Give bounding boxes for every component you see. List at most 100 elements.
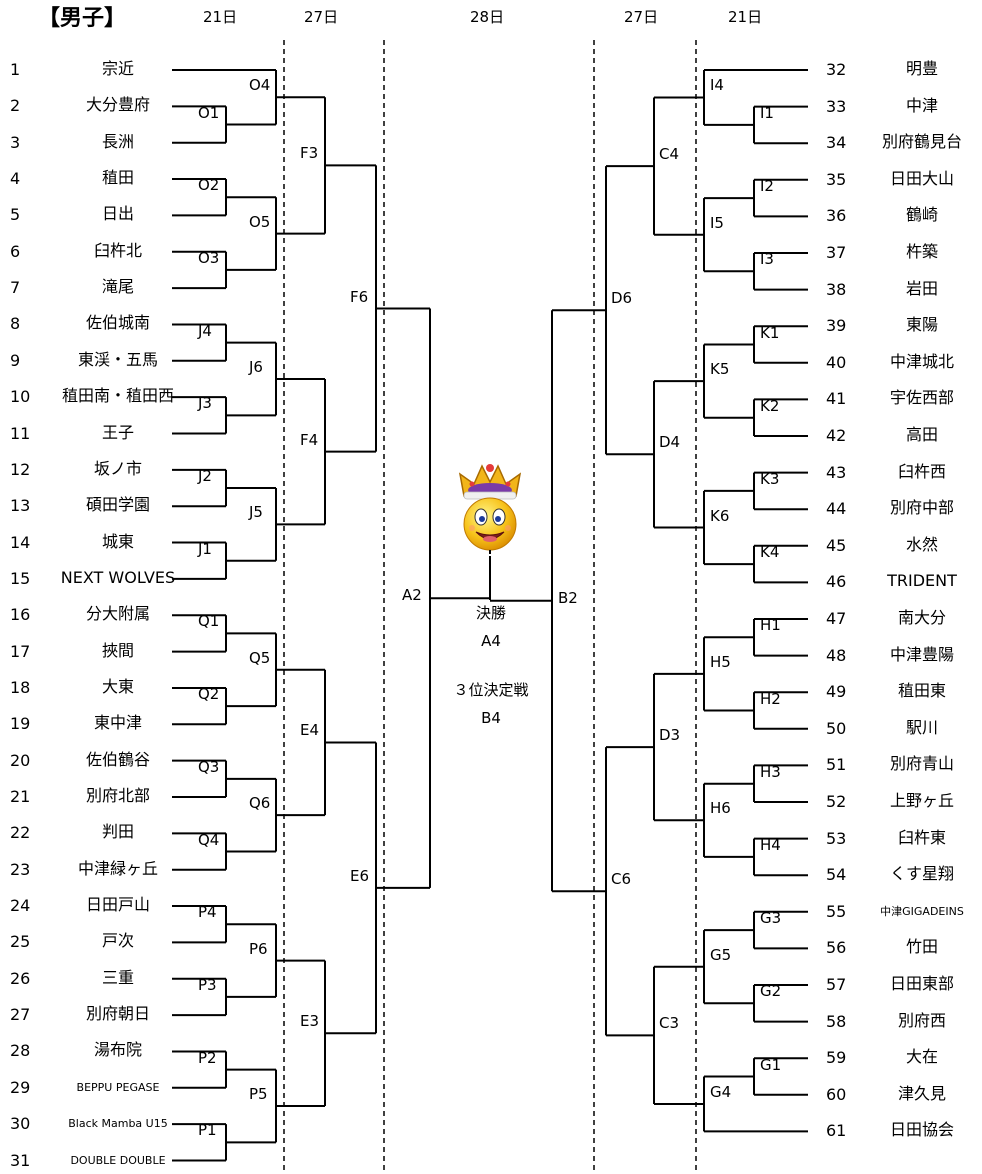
team-number: 6 <box>10 241 21 261</box>
team-number: 5 <box>10 205 21 225</box>
team-name: TRIDENT <box>887 571 957 591</box>
team-number: 42 <box>826 426 847 445</box>
team-number: 54 <box>826 865 847 885</box>
team-number: 56 <box>826 938 847 958</box>
header-right-round2: 27日 <box>624 8 659 26</box>
team-number: 17 <box>10 641 31 661</box>
team-number: 31 <box>10 1150 31 1170</box>
team-number: 32 <box>826 60 847 79</box>
team-name: 臼杵北 <box>93 240 142 260</box>
match-code-D3: D3 <box>659 726 681 745</box>
team-number: 24 <box>10 896 31 916</box>
match-code-P1: P1 <box>198 1121 217 1140</box>
match-code-Q5: Q5 <box>249 648 271 667</box>
match-code-O5: O5 <box>249 212 271 231</box>
team-number: 36 <box>826 206 847 226</box>
team-name: 別府鶴見台 <box>881 132 962 152</box>
team-name: 東陽 <box>905 315 938 335</box>
match-code-J1: J1 <box>198 539 212 558</box>
match-code-G5: G5 <box>710 945 732 964</box>
match-code-O4: O4 <box>249 76 271 95</box>
team-name: 臼杵東 <box>897 827 946 847</box>
team-number: 48 <box>826 645 847 665</box>
team-number: 61 <box>826 1121 847 1141</box>
team-number: 39 <box>826 316 847 336</box>
team-name: 城東 <box>101 531 134 551</box>
team-name: 日出 <box>101 204 134 224</box>
team-number: 22 <box>10 823 31 843</box>
team-name: 滝尾 <box>101 277 134 297</box>
match-code-G1: G1 <box>760 1055 782 1074</box>
team-number: 29 <box>10 1077 31 1097</box>
team-name: 宗近 <box>101 59 134 78</box>
team-number: 33 <box>826 96 847 116</box>
team-number: 53 <box>826 828 847 848</box>
team-number: 2 <box>10 96 21 116</box>
team-number: 3 <box>10 132 21 152</box>
page-title: 【男子】 <box>38 6 127 31</box>
team-number: 47 <box>826 609 847 628</box>
team-number: 16 <box>10 605 31 625</box>
team-name: 長洲 <box>101 131 134 151</box>
team-number: 38 <box>826 279 847 299</box>
match-code-P5: P5 <box>249 1084 268 1103</box>
match-code-C6: C6 <box>611 870 632 889</box>
match-code-H2: H2 <box>760 689 781 708</box>
match-code-C3: C3 <box>659 1014 680 1033</box>
match-code-O3: O3 <box>198 248 220 267</box>
team-number: 1 <box>10 60 21 79</box>
match-code-I5: I5 <box>710 213 724 232</box>
match-code-Q4: Q4 <box>198 830 220 849</box>
header-left-round2: 27日 <box>304 8 339 26</box>
team-name: 臼杵西 <box>897 461 946 481</box>
match-code-G3: G3 <box>760 909 782 928</box>
match-code-O2: O2 <box>198 176 220 195</box>
match-code-K6: K6 <box>710 506 730 525</box>
match-code-I1: I1 <box>760 103 774 122</box>
team-number: 4 <box>10 169 21 189</box>
match-code-P4: P4 <box>198 903 217 922</box>
match-code-Q3: Q3 <box>198 757 220 776</box>
team-name: 別府中部 <box>889 498 954 518</box>
team-number: 28 <box>10 1041 31 1061</box>
team-number: 9 <box>10 350 21 370</box>
match-code-K3: K3 <box>760 469 780 488</box>
team-number: 55 <box>826 901 847 921</box>
team-number: 8 <box>10 314 21 334</box>
team-name: 別府朝日 <box>85 1004 150 1024</box>
team-number: 27 <box>10 1005 31 1025</box>
match-code-H3: H3 <box>760 762 781 781</box>
match-code-G4: G4 <box>710 1082 732 1101</box>
header-right-round1: 21日 <box>728 8 763 26</box>
team-number: 34 <box>826 133 847 153</box>
team-name: 王子 <box>101 422 134 442</box>
header-left-round1: 21日 <box>203 8 238 26</box>
team-number: 45 <box>826 535 847 555</box>
match-code-G2: G2 <box>760 982 782 1001</box>
team-number: 35 <box>826 169 847 189</box>
team-number: 59 <box>826 1048 847 1068</box>
team-number: 46 <box>826 572 847 592</box>
team-name: 佐伯鶴谷 <box>85 749 150 769</box>
crowned-smiley-icon <box>458 464 522 554</box>
match-code-Q1: Q1 <box>198 612 220 631</box>
match-code-P2: P2 <box>198 1048 217 1067</box>
match-code-H5: H5 <box>710 652 731 671</box>
team-number: 52 <box>826 792 847 811</box>
team-name: NEXT WOLVES <box>60 567 176 587</box>
team-number: 12 <box>10 459 31 479</box>
match-code-E4: E4 <box>300 721 320 740</box>
match-code-Q6: Q6 <box>249 794 271 813</box>
final-code: A4 <box>481 632 501 650</box>
team-name: 大分豊府 <box>85 95 150 115</box>
match-code-F3: F3 <box>300 144 319 163</box>
team-number: 18 <box>10 677 31 697</box>
match-code-E6: E6 <box>350 866 370 885</box>
match-code-E3: E3 <box>300 1012 320 1031</box>
match-code-H6: H6 <box>710 799 731 818</box>
team-name: 湯布院 <box>93 1040 142 1060</box>
match-code-I2: I2 <box>760 177 774 196</box>
match-code-I4: I4 <box>710 76 724 95</box>
team-number: 13 <box>10 496 31 516</box>
team-name: 判田 <box>101 822 134 842</box>
